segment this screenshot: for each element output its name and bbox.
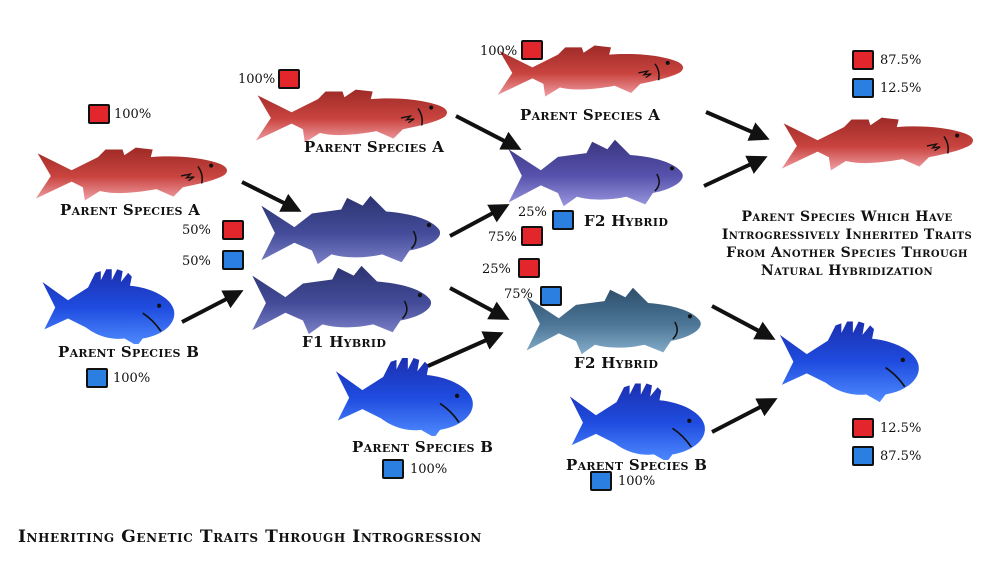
label-f2-hybrid-1: F2 Hybrid: [584, 212, 669, 230]
trait-a-swatch: [852, 50, 874, 70]
trait-b-swatch: [540, 286, 562, 306]
trait-b-swatch: [222, 250, 244, 270]
diagram-caption: Inheriting Genetic Traits Through Introg…: [18, 527, 482, 547]
pct-intro-b-blue: 87.5%: [880, 449, 922, 464]
label-parent-b-1: Parent Species B: [58, 343, 200, 361]
pct-parent-b-2: 100%: [410, 462, 448, 477]
parent-b-fish-1: [41, 268, 176, 344]
parent-b-fish-2: [335, 357, 474, 436]
trait-a-swatch: [521, 226, 543, 246]
pct-f2-2-b: 75%: [504, 287, 533, 302]
flow-arrows: [181, 110, 778, 434]
label-f1-hybrid: F1 Hybrid: [302, 333, 387, 351]
trait-a-swatch: [518, 258, 540, 278]
pct-f2-2-a: 25%: [482, 262, 511, 277]
pct-intro-b-red: 12.5%: [880, 421, 922, 436]
label-parent-a-2: Parent Species A: [304, 138, 445, 156]
label-parent-b-2: Parent Species B: [352, 438, 494, 456]
label-parent-a-3: Parent Species A: [520, 106, 661, 124]
pct-f1-a: 50%: [182, 223, 211, 238]
parent-a-fish-2: [254, 88, 448, 144]
pct-intro-a-blue: 12.5%: [880, 81, 922, 96]
pct-parent-a-3: 100%: [480, 44, 518, 59]
pct-parent-a-1: 100%: [114, 107, 152, 122]
trait-a-swatch: [278, 69, 300, 89]
trait-a-swatch: [88, 104, 110, 124]
parent-b-fish-3: [569, 382, 706, 460]
pct-parent-b-3: 100%: [618, 474, 656, 489]
label-parent-a-1: Parent Species A: [60, 201, 201, 219]
introgression-note: Parent Species Which Have Introgressivel…: [721, 209, 973, 279]
trait-a-swatch: [852, 418, 874, 438]
f1-hybrid-fish-2: [251, 265, 432, 335]
pct-parent-a-2: 100%: [238, 72, 276, 87]
pct-intro-a-red: 87.5%: [880, 53, 922, 68]
trait-b-swatch: [590, 471, 612, 491]
trait-b-swatch: [852, 78, 874, 98]
parent-a-fish-1: [34, 146, 228, 202]
introgressed-a-fish: [780, 116, 974, 172]
pct-parent-b-1: 100%: [113, 371, 151, 386]
pct-f2-1-b: 25%: [518, 205, 547, 220]
trait-b-swatch: [852, 446, 874, 466]
pct-f1-b: 50%: [182, 254, 211, 269]
label-f2-hybrid-2: F2 Hybrid: [574, 354, 659, 372]
label-parent-b-3: Parent Species B: [566, 456, 708, 474]
introgressed-b-fish: [779, 320, 920, 402]
trait-b-swatch: [382, 459, 404, 479]
trait-b-swatch: [86, 368, 108, 388]
trait-b-swatch: [552, 210, 574, 230]
pct-f2-1-a: 75%: [488, 230, 517, 245]
trait-a-swatch: [521, 40, 543, 60]
f2-hybrid-fish-1: [507, 139, 684, 208]
trait-a-swatch: [222, 220, 244, 240]
